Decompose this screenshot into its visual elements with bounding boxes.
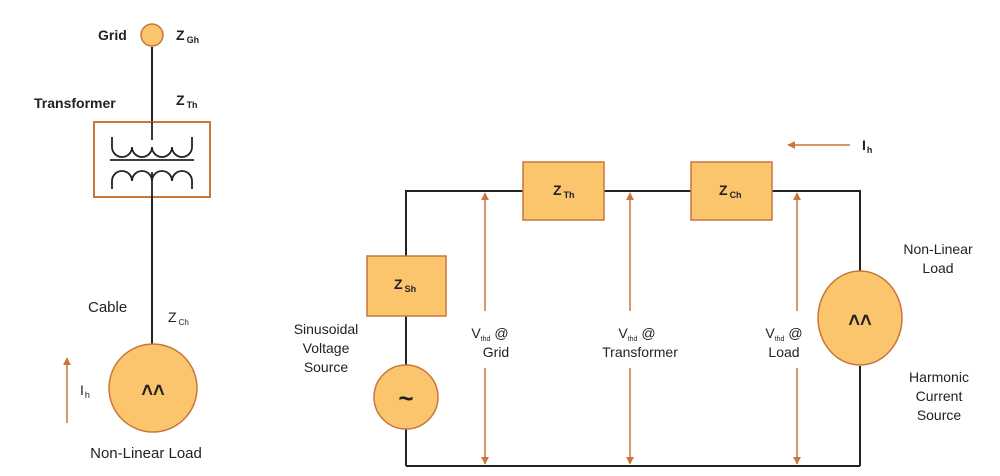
- vthd-transformer-marker: Vthd@ Transformer: [602, 192, 678, 465]
- vthd-load-symbol: Vthd@: [765, 325, 802, 343]
- source-label-line-2: Voltage: [303, 340, 350, 356]
- z-sh-box: [366, 255, 447, 317]
- left-load-label: Non-Linear Load: [90, 445, 202, 462]
- left-current-label: Ih: [80, 382, 90, 400]
- grid-label: Grid: [98, 27, 127, 43]
- z-th-box: [522, 161, 605, 221]
- transformer-icon: [110, 122, 194, 197]
- ac-symbol: ~: [398, 383, 413, 413]
- right-current-label: Ih: [862, 137, 872, 155]
- load-label-line-2: Load: [922, 260, 953, 276]
- grid-source-icon: [140, 23, 164, 47]
- ac-voltage-source-icon: [373, 364, 439, 430]
- harmonic-label-line-1: Harmonic: [909, 369, 969, 385]
- circuit-wires: [405, 190, 861, 467]
- vthd-transformer-symbol: Vthd@: [618, 325, 655, 343]
- harmonic-label-line-2: Current: [916, 388, 963, 404]
- vthd-load-marker: Vthd@ Load: [765, 192, 803, 465]
- harmonic-current-source-icon: [817, 270, 903, 366]
- cable-label: Cable: [88, 299, 127, 316]
- vthd-grid-location: Grid: [483, 344, 509, 360]
- left-current-source-icon: [108, 343, 198, 433]
- vthd-load-location: Load: [768, 344, 799, 360]
- source-label-line-3: Source: [304, 359, 349, 375]
- vthd-transformer-location: Transformer: [602, 344, 678, 360]
- left-source-symbol: ˄˄: [141, 380, 165, 402]
- source-label-line-1: Sinusoidal: [294, 321, 359, 337]
- vthd-grid-marker: Vthd@ Grid: [471, 192, 509, 465]
- right-source-symbol: ˄˄: [848, 310, 872, 332]
- transformer-label: Transformer: [34, 95, 116, 111]
- vthd-grid-symbol: Vthd@: [471, 325, 508, 343]
- load-label-line-1: Non-Linear: [903, 241, 973, 257]
- harmonic-label-line-3: Source: [917, 407, 962, 423]
- z-ch-box: [690, 161, 773, 221]
